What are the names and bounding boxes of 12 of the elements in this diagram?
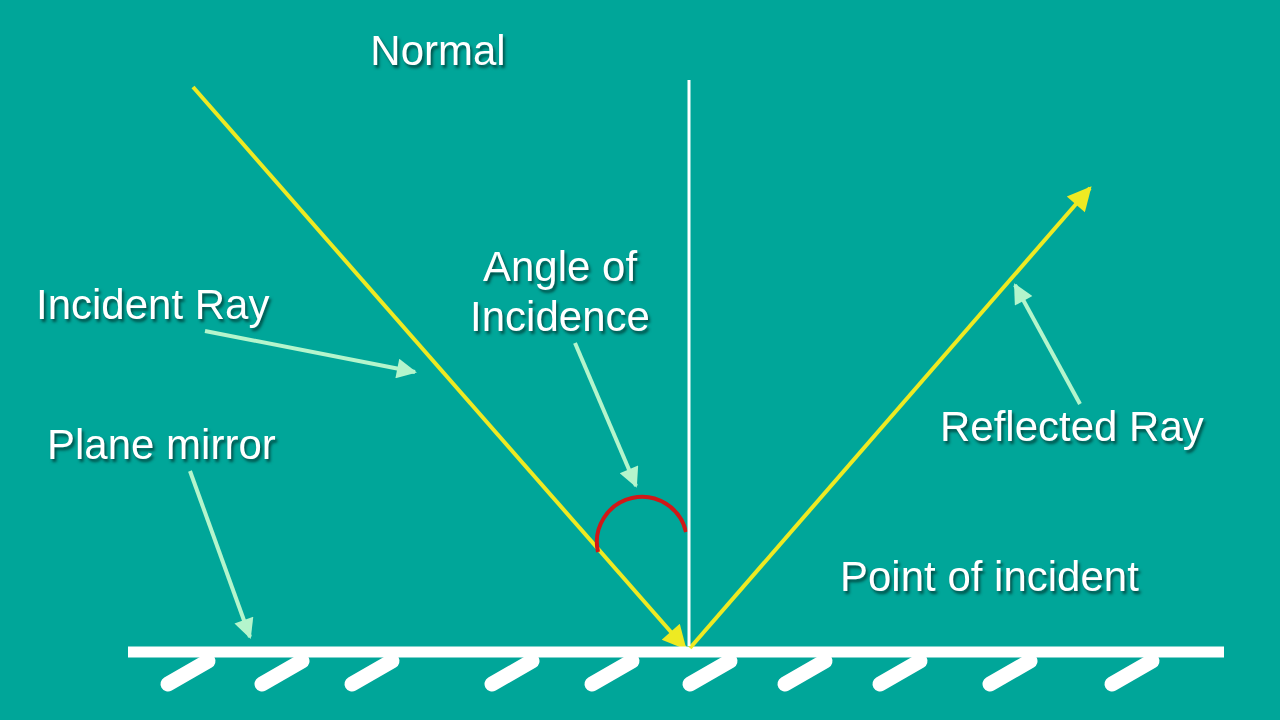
diagram-label: Incident Ray <box>36 280 270 331</box>
leader-line <box>204 329 417 379</box>
diagram-label: Plane mirror <box>47 420 276 471</box>
diagram-label: Reflected Ray <box>940 402 1204 453</box>
leader-line <box>1013 283 1082 405</box>
diagram-label: Normal <box>338 26 538 77</box>
diagram-label: Angle of Incidence <box>440 242 680 343</box>
normal-line <box>687 80 691 646</box>
plane-mirror-drawing <box>128 646 1224 692</box>
leader-line <box>573 342 639 488</box>
diagram-label: Point of incident <box>840 552 1139 603</box>
leader-line <box>188 470 254 639</box>
